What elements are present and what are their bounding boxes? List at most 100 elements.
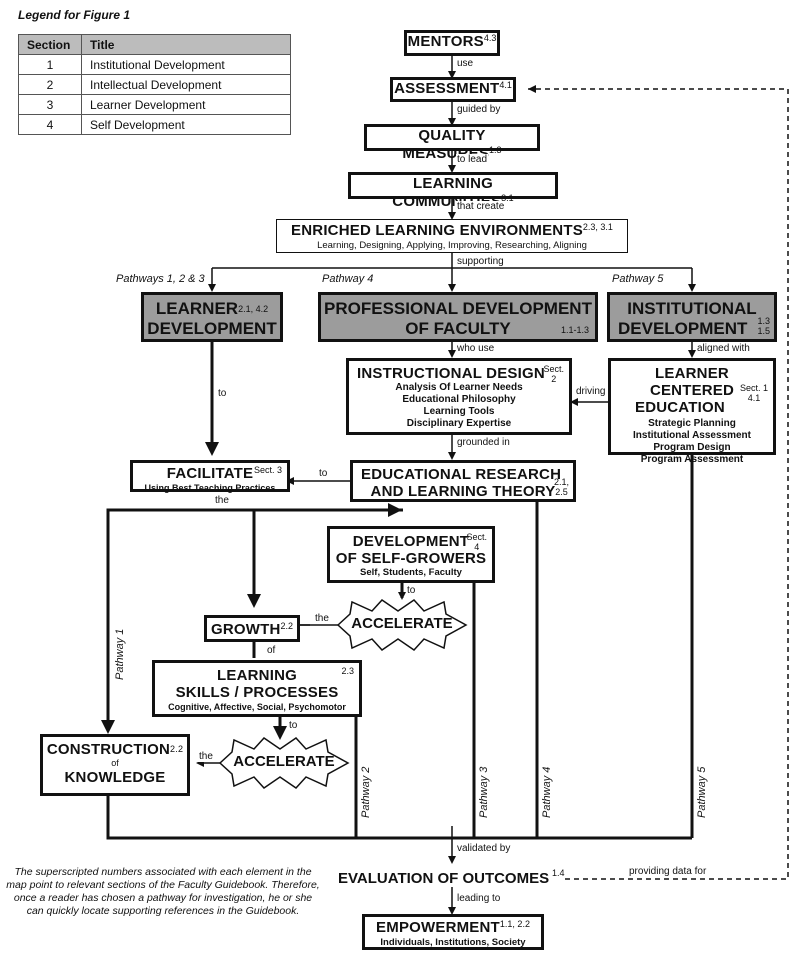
pathway-3-vertical-label: Pathway 3 [478,766,490,818]
legend-section: 1 [18,54,82,75]
edge-label-that-create: that create [456,201,506,212]
legend-title: Legend for Figure 1 [18,8,131,22]
learning-skills-node: LEARNING SKILLS / PROCESSES 2.3 Cognitiv… [152,660,362,717]
lce-item: Program Design [653,442,731,453]
edge-label-the-construction: the [198,751,214,762]
prof-dev-sup: 1.1-1.3 [560,325,589,335]
legend-section: 4 [18,114,82,135]
edge-label-providing-data-for: providing data for [628,866,708,877]
enriched-sup: 2.3, 3.1 [582,222,613,232]
construction-line2: of [111,758,119,768]
empowerment-node: EMPOWERMENT1.1, 2.2 Individuals, Institu… [362,914,544,950]
skills-line2: SKILLS / PROCESSES [175,684,339,701]
legend-section-title: Intellectual Development [81,74,291,95]
lce-item: Program Assessment [640,454,744,465]
edge-label-grounded-in: grounded in [456,437,511,448]
instructional-design-node: INSTRUCTIONAL DESIGN Sect.2 Analysis Of … [346,358,572,435]
instr-design-sect-num: 2 [551,374,557,384]
quality-measures-sup: 1.3 [489,145,502,155]
instr-design-sect: Sect. [543,364,564,374]
edge-label-to-self: to [406,585,417,596]
lce-line2: EDUCATION [635,399,725,416]
accelerate-1-text: ACCELERATE [351,615,453,632]
instr-design-item: Analysis Of Learner Needs [395,382,523,393]
lce-item: Institutional Assessment [633,430,751,441]
lce-sect-num: 4.1 [747,393,761,403]
edge-label-the-facilitate: the [214,495,230,506]
construction-line3: KNOWLEDGE [64,769,166,786]
evaluation-sup: 1.4 [552,868,565,878]
edge-label-leading-to: leading to [456,893,502,904]
quality-measures-node: QUALITY MEASURES1.3 [364,124,540,162]
learning-communities-sup: 3.1 [501,193,514,203]
growth-title: GROWTH [210,621,281,638]
research-sup2: 2.5 [555,487,568,497]
skills-subtitle: Cognitive, Affective, Social, Psychomoto… [168,702,346,712]
learner-dev-line2: DEVELOPMENT [147,319,277,338]
legend-header-title: Title [81,34,291,55]
skills-sup: 2.3 [341,666,354,676]
self-growers-line2: OF SELF-GROWERS [335,550,487,567]
legend-header-section: Section [18,34,82,55]
enriched-environments-node: ENRICHED LEARNING ENVIRONMENTS2.3, 3.1 L… [276,219,628,253]
prof-dev-line2: OF FACULTY [405,319,511,338]
lce-sect: Sect. 1 [739,383,768,393]
accelerate-starburst-1 [336,599,468,651]
edge-label-who-use: who use [456,343,496,354]
self-growers-line1: DEVELOPMENT [352,533,470,550]
growth-sup: 2.2 [280,621,294,631]
edge-label-of-growth: of [266,645,277,656]
instr-design-title: INSTRUCTIONAL DESIGN [357,365,545,382]
facilitate-subtitle: Using Best Teaching Practices [144,483,276,493]
skills-line1: LEARNING [217,667,297,684]
pathway-4-vertical-label: Pathway 4 [541,766,553,818]
assessment-title: ASSESSMENT [394,80,500,97]
accelerate-starburst-2 [218,737,350,789]
research-line1: EDUCATIONAL RESEARCH [361,466,562,483]
lce-line1: LEARNER CENTERED [649,365,735,399]
pathway-5-label: Pathway 5 [612,273,664,285]
assessment-node: ASSESSMENT4.1 [390,77,516,102]
educational-research-node: EDUCATIONAL RESEARCH AND LEARNING THEORY… [350,460,576,502]
edge-label-use: use [456,58,475,69]
enriched-subtitle: Learning, Designing, Applying, Improving… [317,240,587,251]
footnote: The superscripted numbers associated wit… [6,866,320,917]
self-growers-sect: Sect. [466,532,487,542]
pathways-123-label: Pathways 1, 2 & 3 [116,273,205,285]
mentors-node: MENTORS4.3 [404,30,500,56]
edge-label-aligned-with: aligned with [696,343,751,354]
inst-dev-sup2: 1.5 [757,326,770,336]
legend-section-title: Self Development [81,114,291,135]
edge-label-to-skills: to [288,720,299,731]
mentors-title: MENTORS [407,33,484,50]
prof-dev-line1: PROFESSIONAL DEVELOPMENT [324,299,592,318]
learner-dev-sup: 2.1, 4.2 [238,304,269,314]
self-growers-node: DEVELOPMENT OF SELF-GROWERS Sect.4 Self,… [327,526,495,583]
assessment-sup: 4.1 [499,80,512,90]
edge-label-the-growth: the [314,613,330,624]
evaluation-title: EVALUATION OF OUTCOMES [338,870,550,887]
professional-development-node: PROFESSIONAL DEVELOPMENT OF FACULTY 1.1-… [318,292,598,342]
self-growers-subtitle: Self, Students, Faculty [360,567,462,578]
edge-label-to-facilitate: to [318,468,329,479]
construction-line1: CONSTRUCTION [46,741,171,758]
facilitate-title: FACILITATE [166,465,254,482]
inst-dev-line2: DEVELOPMENT [618,319,748,338]
edge-label-validated-by: validated by [456,843,512,854]
edge-label-guided-by: guided by [456,104,502,115]
pathway-2-vertical-label: Pathway 2 [360,766,372,818]
instr-design-item: Disciplinary Expertise [406,418,512,429]
accelerate-2-text: ACCELERATE [233,753,335,770]
learner-development-node: LEARNER2.1, 4.2 DEVELOPMENT [141,292,283,342]
legend-section-title: Institutional Development [81,54,291,75]
evaluation-node: EVALUATION OF OUTCOMES [338,870,549,887]
legend-section: 3 [18,94,82,115]
pathway-5-vertical-label: Pathway 5 [696,766,708,818]
pathway-1-vertical-label: Pathway 1 [114,628,126,680]
edge-label-to-learner: to [217,388,228,399]
